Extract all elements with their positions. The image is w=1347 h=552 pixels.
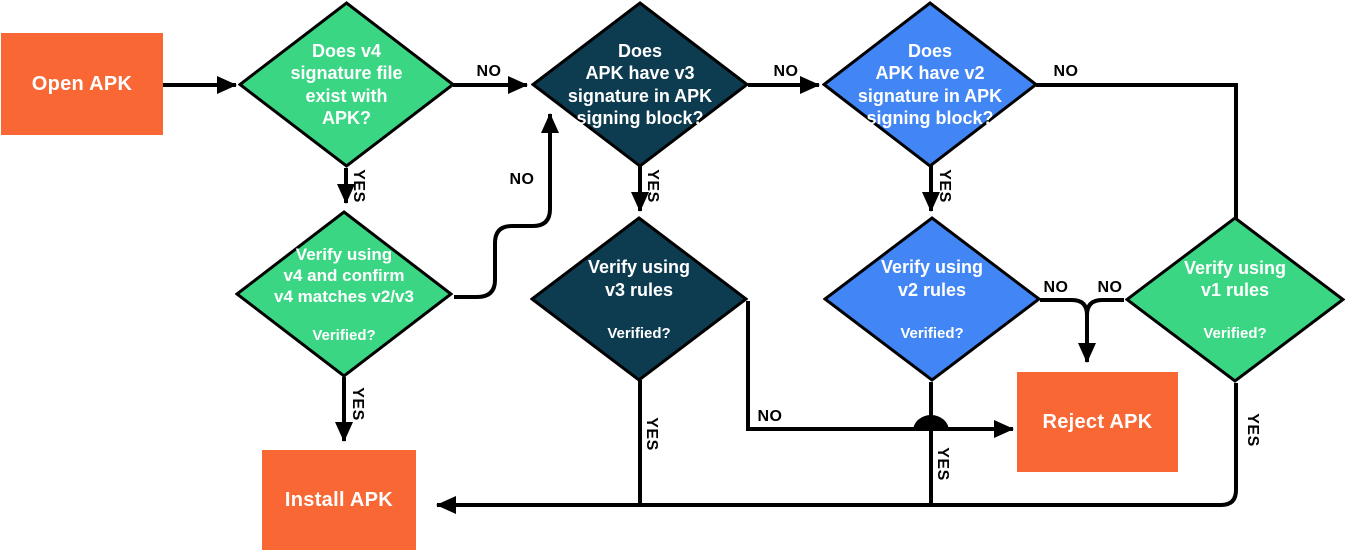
node-install-apk: Install APK	[262, 450, 416, 550]
decision-verify-v1-text: Verify using v1 rules	[1183, 257, 1287, 300]
decision-verify-v4-question: Verified?	[312, 327, 376, 345]
decision-verify-v4-text: Verify using v4 and confirm v4 matches v…	[274, 244, 414, 307]
edge-label-v4-exists-yes: YES	[350, 169, 367, 203]
edge-label-v3-verify-no: NO	[757, 408, 783, 425]
decision-verify-v2-question: Verified?	[900, 324, 964, 342]
edge-v4verify-no-to-v3has	[454, 113, 559, 299]
decision-v3-signature-present: Does APK have v3 signature in APK signin…	[531, 1, 749, 168]
edge-label-v3-has-yes: YES	[644, 169, 661, 203]
decision-verify-v1: Verify using v1 rules Verified?	[1125, 216, 1345, 383]
edge-label-v3-has-no: NO	[773, 63, 799, 80]
decision-verify-v2-text: Verify using v2 rules	[880, 257, 984, 300]
decision-verify-v1-question: Verified?	[1203, 325, 1267, 343]
node-reject-apk: Reject APK	[1017, 372, 1178, 472]
edge-v1verify-yes-to-install	[436, 383, 1238, 514]
node-reject-apk-label: Reject APK	[1042, 410, 1153, 433]
decision-v2-signature-present-text: Does APK have v2 signature in APK signin…	[857, 40, 1003, 128]
diamond-shape	[823, 216, 1041, 382]
edge-label-v1-verify-yes: YES	[1244, 413, 1261, 447]
diamond-shape	[238, 1, 455, 168]
edge-v2verify-no-to-reject	[1040, 298, 1096, 363]
edge-label-v1-verify-no: NO	[1097, 279, 1123, 296]
edge-label-v4-verify-no: NO	[509, 171, 535, 188]
decision-v2-signature-present: Does APK have v2 signature in APK signin…	[822, 1, 1038, 168]
diamond-shape	[531, 1, 749, 168]
edge-label-v4-exists-no: NO	[476, 63, 502, 80]
decision-verify-v3-text: Verify using v3 rules	[587, 257, 691, 300]
edge-label-v4-verify-yes: YES	[349, 387, 366, 421]
edge-label-v2-verify-yes: YES	[934, 447, 951, 481]
decision-verify-v2: Verify using v2 rules Verified?	[823, 216, 1041, 382]
edge-label-v3-verify-yes: YES	[643, 417, 660, 451]
edge-label-v2-has-no: NO	[1053, 63, 1079, 80]
diamond-shape	[530, 216, 748, 382]
edge-label-v2-verify-no: NO	[1043, 279, 1069, 296]
decision-v3-signature-present-text: Does APK have v3 signature in APK signin…	[567, 40, 713, 128]
node-open-apk: Open APK	[1, 33, 163, 135]
node-install-apk-label: Install APK	[284, 488, 394, 511]
edge-label-v2-has-yes: YES	[936, 169, 953, 203]
edge-v1verify-no-to-reject	[1085, 298, 1124, 316]
edge-v2has-no-to-v1verify	[1036, 83, 1238, 218]
decision-v4-signature-exists-text: Does v4 signature file exist with APK?	[290, 40, 403, 128]
edge-v3verify-no-left-segment	[746, 301, 914, 431]
decision-verify-v3: Verify using v3 rules Verified?	[530, 216, 748, 382]
decision-verify-v4: Verify using v4 and confirm v4 matches v…	[235, 210, 453, 378]
diamond-shape	[1125, 216, 1345, 383]
diamond-shape	[235, 210, 453, 378]
decision-v4-signature-exists: Does v4 signature file exist with APK?	[238, 1, 455, 168]
decision-verify-v3-question: Verified?	[607, 324, 671, 342]
node-open-apk-label: Open APK	[31, 72, 133, 95]
diamond-shape	[822, 1, 1038, 168]
